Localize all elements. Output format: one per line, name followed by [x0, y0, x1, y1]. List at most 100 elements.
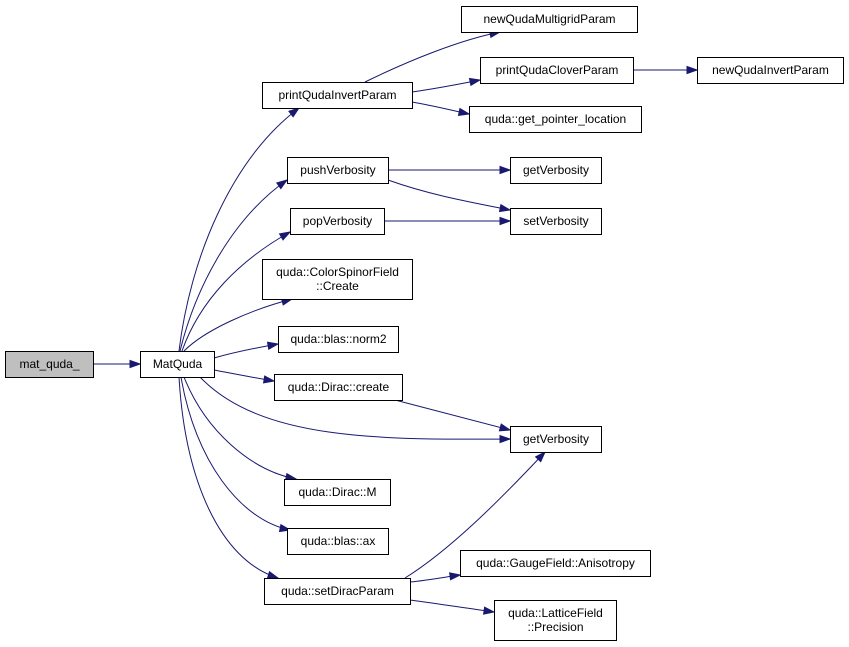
edge-printinv-to-getptr: [411, 101, 471, 116]
node-label: mat_quda_: [19, 357, 79, 371]
edge-matquda-to-norm2: [213, 341, 280, 359]
node-getv2[interactable]: getVerbosity: [510, 426, 602, 453]
node-box: [510, 208, 602, 235]
edge-matquda-to-setdirac: [178, 376, 280, 579]
node-label: newQudaMultigridParam: [483, 12, 615, 26]
node-newmg[interactable]: newQudaMultigridParam: [461, 6, 638, 33]
node-box: [5, 351, 94, 378]
edge-mat_quda-to-matquda: [93, 359, 142, 369]
edge-setdirac-to-aniso: [409, 572, 462, 583]
arrowhead: [483, 606, 496, 615]
node-label: getVerbosity: [523, 432, 589, 446]
node-label: setVerbosity: [523, 214, 588, 228]
node-blasax[interactable]: quda::blas::ax: [287, 528, 389, 555]
node-csfcreate[interactable]: quda::ColorSpinorField::Create: [262, 259, 413, 300]
edge-matquda-to-blasax: [180, 376, 292, 533]
node-diraccreate[interactable]: quda::Dirac::create: [274, 374, 403, 401]
arrowhead: [288, 107, 301, 118]
node-label: newQudaInvertParam: [712, 63, 829, 77]
node-box: [262, 82, 413, 109]
edge-line: [179, 179, 288, 352]
node-setv[interactable]: setVerbosity: [510, 208, 602, 235]
node-printinv[interactable]: printQudaInvertParam: [262, 82, 413, 109]
arrowhead: [686, 65, 699, 75]
arrowhead: [278, 231, 292, 241]
call-edges: [93, 29, 699, 615]
node-box: [262, 259, 413, 300]
edge-line: [178, 376, 279, 579]
edge-line: [199, 376, 511, 440]
edge-printinv-to-printclover: [411, 77, 482, 93]
node-label: quda::ColorSpinorField: [276, 265, 399, 279]
node-box: [469, 106, 642, 133]
node-diracm[interactable]: quda::Dirac::M: [284, 479, 391, 506]
node-mat_quda[interactable]: mat_quda_: [5, 351, 94, 378]
edge-pushv-to-setv: [387, 179, 512, 213]
node-matquda[interactable]: MatQuda: [140, 351, 215, 378]
edge-diraccreate-to-getv2: [394, 399, 512, 432]
arrowhead: [499, 216, 512, 226]
edge-printinv-to-newmg: [364, 29, 502, 83]
edge-setdirac-to-lfprec: [409, 599, 496, 615]
edge-line: [409, 599, 495, 613]
node-label: MatQuda: [153, 357, 203, 371]
arrowhead: [534, 450, 547, 463]
arrowhead: [499, 434, 512, 444]
node-pushv[interactable]: pushVerbosity: [287, 157, 389, 184]
node-label: ::Create: [316, 279, 359, 293]
arrowhead: [449, 572, 462, 581]
arrowhead: [275, 179, 289, 190]
edge-matquda-to-csfcreate: [183, 297, 294, 352]
edge-line: [387, 179, 511, 211]
arrowhead: [266, 570, 280, 579]
node-box: [290, 208, 385, 235]
node-setdirac[interactable]: quda::setDiracParam: [264, 578, 411, 605]
node-box: [287, 528, 389, 555]
node-aniso[interactable]: quda::GaugeField::Anisotropy: [460, 550, 651, 577]
node-box: [287, 157, 389, 184]
node-box: [697, 57, 844, 84]
node-label: quda::blas::norm2: [290, 332, 386, 346]
edge-popv-to-setv: [384, 216, 512, 226]
edge-matquda-to-diraccreate: [213, 369, 276, 384]
edge-line: [178, 107, 300, 352]
node-label: quda::get_pointer_location: [485, 112, 626, 126]
node-label: quda::GaugeField::Anisotropy: [476, 556, 635, 570]
arrowhead: [129, 359, 142, 369]
node-label: printQudaCloverParam: [496, 63, 619, 77]
node-label: printQudaInvertParam: [278, 88, 396, 102]
node-label: quda::blas::ax: [301, 534, 376, 548]
node-label: ::Precision: [527, 620, 583, 634]
edge-pushv-to-getv1: [388, 165, 512, 175]
node-box: [284, 479, 391, 506]
node-box: [494, 600, 617, 641]
node-popv[interactable]: popVerbosity: [290, 208, 385, 235]
arrowhead: [498, 423, 512, 432]
arrowhead: [499, 165, 512, 175]
node-printclover[interactable]: printQudaCloverParam: [480, 57, 634, 84]
node-getv1[interactable]: getVerbosity: [510, 157, 602, 184]
node-box: [510, 426, 602, 453]
node-box: [461, 6, 638, 33]
edge-line: [404, 451, 546, 579]
edge-printclover-to-newinv: [633, 65, 699, 75]
function-nodes: mat_quda_ MatQuda printQudaInvertParam newQ…: [5, 6, 844, 641]
node-lfprec[interactable]: quda::LatticeField::Precision: [494, 600, 617, 641]
node-label: quda::LatticeField: [508, 606, 603, 620]
node-norm2[interactable]: quda::blas::norm2: [278, 326, 399, 353]
node-box: [460, 550, 651, 577]
node-newinv[interactable]: newQudaInvertParam: [697, 57, 844, 84]
edge-matquda-to-popv: [181, 231, 292, 352]
node-label: pushVerbosity: [300, 163, 375, 177]
edge-matquda-to-getv2: [199, 376, 512, 444]
node-box: [140, 351, 215, 378]
edge-line: [180, 376, 291, 531]
arrowhead: [468, 77, 482, 87]
arrowhead: [457, 107, 471, 116]
edge-line: [364, 31, 501, 83]
node-label: getVerbosity: [523, 163, 589, 177]
edge-setdirac-to-getv2: [404, 450, 547, 579]
edge-line: [394, 399, 511, 431]
node-getptr[interactable]: quda::get_pointer_location: [469, 106, 642, 133]
